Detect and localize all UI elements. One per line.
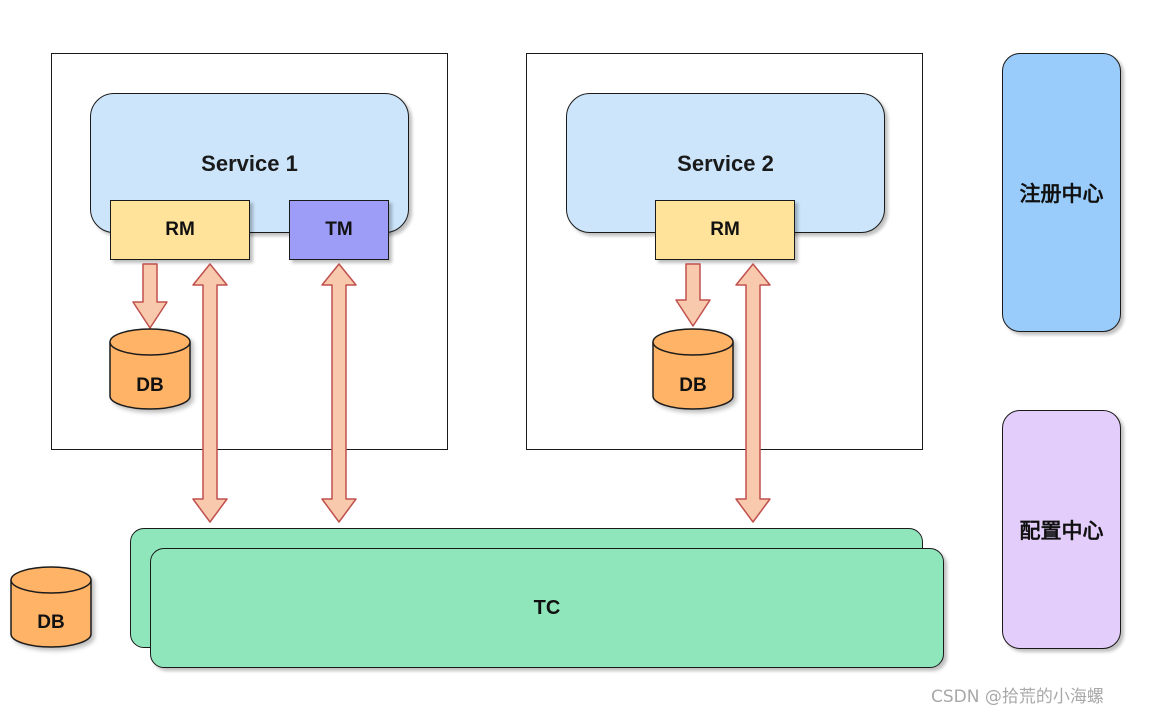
service1-tm-box: TM [289,200,389,260]
registry-center-box: 注册中心 [1002,53,1121,332]
service1-title: Service 1 [201,151,298,176]
watermark: CSDN @拾荒的小海螺 [931,687,1104,707]
service2-rm-box: RM [655,200,795,260]
tc-db-cylinder [10,566,92,648]
service2-title: Service 2 [677,151,774,176]
service1-rm-label: RM [165,219,195,240]
config-center-label: 配置中心 [1019,519,1104,543]
registry-center-label: 注册中心 [1019,182,1104,206]
service2-rm-label: RM [710,219,740,240]
tc-label: TC [533,596,561,619]
service1-tm-label: TM [325,219,353,240]
service1-rm-box: RM [110,200,250,260]
tc-box: TC [150,548,944,668]
config-center-box: 配置中心 [1002,410,1121,649]
tc-db-label: DB [37,612,64,633]
